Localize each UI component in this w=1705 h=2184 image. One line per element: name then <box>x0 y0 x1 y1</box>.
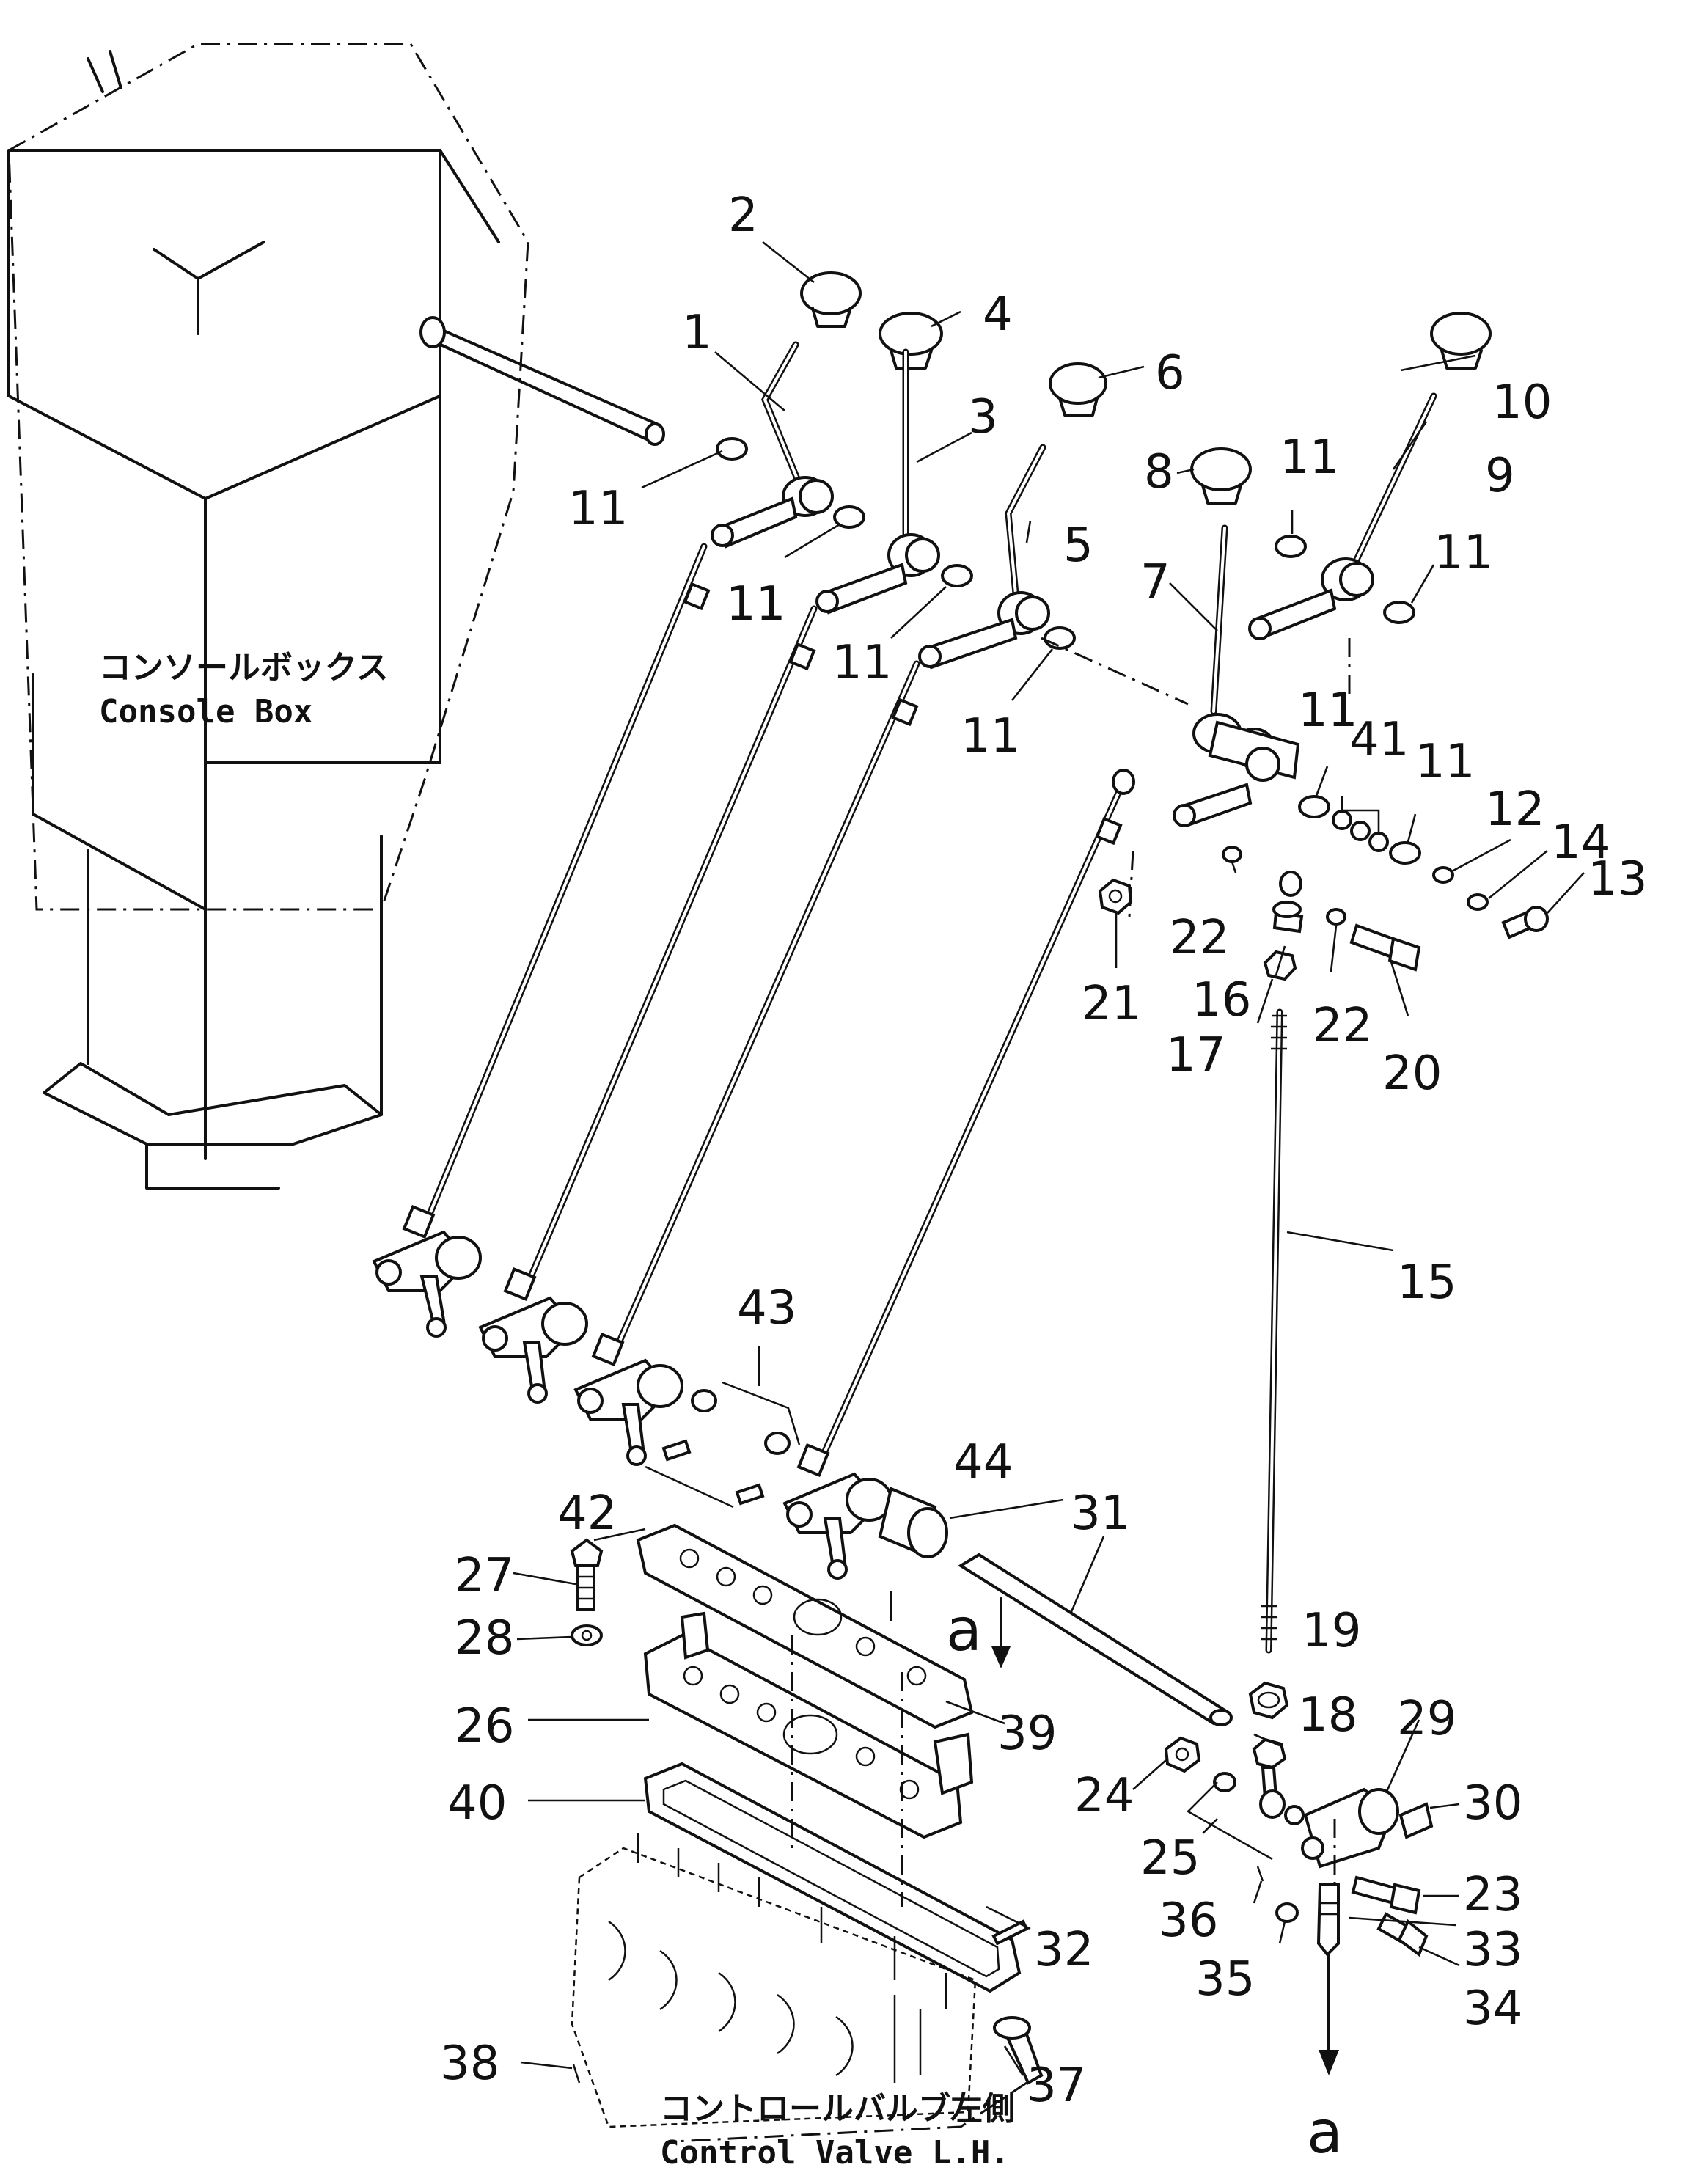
control-valve-caption-en: Control Valve L.H. <box>660 2134 1010 2172</box>
control-valve-caption-jp: コントロールバルブ左側 <box>660 2090 1015 2128</box>
callout-16: 16 <box>1192 973 1251 1027</box>
knob-10 <box>1430 312 1492 370</box>
lever-9 <box>1248 392 1437 640</box>
view-marker-upper: a <box>946 1596 1011 1668</box>
callout-8: 8 <box>1144 445 1174 499</box>
callout-29: 29 <box>1397 1692 1456 1746</box>
console-box: コンソールボックス Console Box <box>7 43 665 1190</box>
lower-hardware <box>572 637 1434 2143</box>
callout-10: 10 <box>1492 375 1552 430</box>
callout-44: 44 <box>953 1435 1013 1489</box>
lever-3 <box>815 348 940 615</box>
console-box-caption-jp: コンソールボックス <box>99 649 389 686</box>
brackets <box>570 1487 1233 1993</box>
knob-4 <box>879 312 943 370</box>
callout-25: 25 <box>1140 1831 1200 1886</box>
callout-22-b: 22 <box>1313 999 1372 1053</box>
washers <box>716 437 1489 911</box>
callout-11-e: 11 <box>1280 430 1339 485</box>
knob-2 <box>800 271 862 328</box>
callout-21: 21 <box>1082 977 1141 1031</box>
view-letter-upper: a <box>946 1596 982 1664</box>
callout-19: 19 <box>1302 1604 1361 1658</box>
callout-numbers: 2 4 6 8 10 1 3 5 7 9 11 11 11 11 11 11 1… <box>440 188 1647 2113</box>
callout-32: 32 <box>1034 1923 1093 1977</box>
callout-17: 17 <box>1166 1028 1225 1082</box>
callout-11-f: 11 <box>1434 526 1493 580</box>
leader-lines <box>513 241 1585 2076</box>
callout-20: 20 <box>1382 1047 1442 1101</box>
callout-28: 28 <box>455 1611 514 1666</box>
view-letter-lower: a <box>1307 2098 1343 2166</box>
callout-11-d: 11 <box>961 709 1020 763</box>
callout-35: 35 <box>1195 1952 1255 2007</box>
lever-7 <box>1173 524 1300 827</box>
callout-41: 41 <box>1349 713 1409 767</box>
callout-24: 24 <box>1074 1769 1134 1823</box>
callout-39: 39 <box>997 1707 1057 1761</box>
callout-38: 38 <box>440 2037 499 2091</box>
callout-9: 9 <box>1485 449 1515 503</box>
knob-6 <box>1049 362 1107 417</box>
bellcranks <box>372 1230 892 1580</box>
lever-1 <box>711 341 834 549</box>
upper-hardware <box>1098 846 1549 981</box>
callout-5: 5 <box>1063 518 1093 573</box>
linkage-rods <box>402 543 1287 1654</box>
callout-23: 23 <box>1463 1868 1522 1922</box>
callout-40: 40 <box>447 1776 507 1831</box>
callout-27: 27 <box>455 1549 514 1603</box>
callout-34: 34 <box>1463 1982 1522 2036</box>
callout-11-h: 11 <box>1415 735 1475 789</box>
callout-14: 14 <box>1551 816 1610 870</box>
view-marker-lower: a <box>1307 1953 1343 2166</box>
console-box-caption-en: Console Box <box>99 693 312 730</box>
callout-37: 37 <box>1027 2059 1086 2113</box>
callout-18: 18 <box>1298 1688 1357 1743</box>
callout-6: 6 <box>1155 346 1185 400</box>
callout-33: 33 <box>1463 1923 1522 1977</box>
callout-31: 31 <box>1071 1487 1130 1541</box>
callout-43: 43 <box>737 1281 796 1335</box>
callout-4: 4 <box>983 287 1013 342</box>
control-valve: コントロールバルブ左側 Control Valve L.H. <box>571 1833 1015 2172</box>
callout-11-c: 11 <box>832 636 892 690</box>
callout-11-a: 11 <box>568 482 628 536</box>
callout-7: 7 <box>1140 555 1170 609</box>
levers <box>711 341 1437 827</box>
knob-8 <box>1190 447 1252 505</box>
callout-30: 30 <box>1463 1776 1522 1831</box>
lever-5 <box>918 444 1050 670</box>
callout-3: 3 <box>968 390 998 444</box>
callout-1: 1 <box>682 306 712 360</box>
callout-2: 2 <box>728 188 758 243</box>
callout-36: 36 <box>1159 1894 1218 1948</box>
callout-12: 12 <box>1485 783 1544 837</box>
callout-11-b: 11 <box>726 577 785 631</box>
callout-13: 13 <box>1588 852 1647 906</box>
callout-42: 42 <box>557 1487 617 1541</box>
callout-22-a: 22 <box>1170 911 1229 965</box>
callout-15: 15 <box>1397 1256 1456 1310</box>
callout-11-g: 11 <box>1298 684 1357 738</box>
callout-26: 26 <box>455 1699 514 1754</box>
